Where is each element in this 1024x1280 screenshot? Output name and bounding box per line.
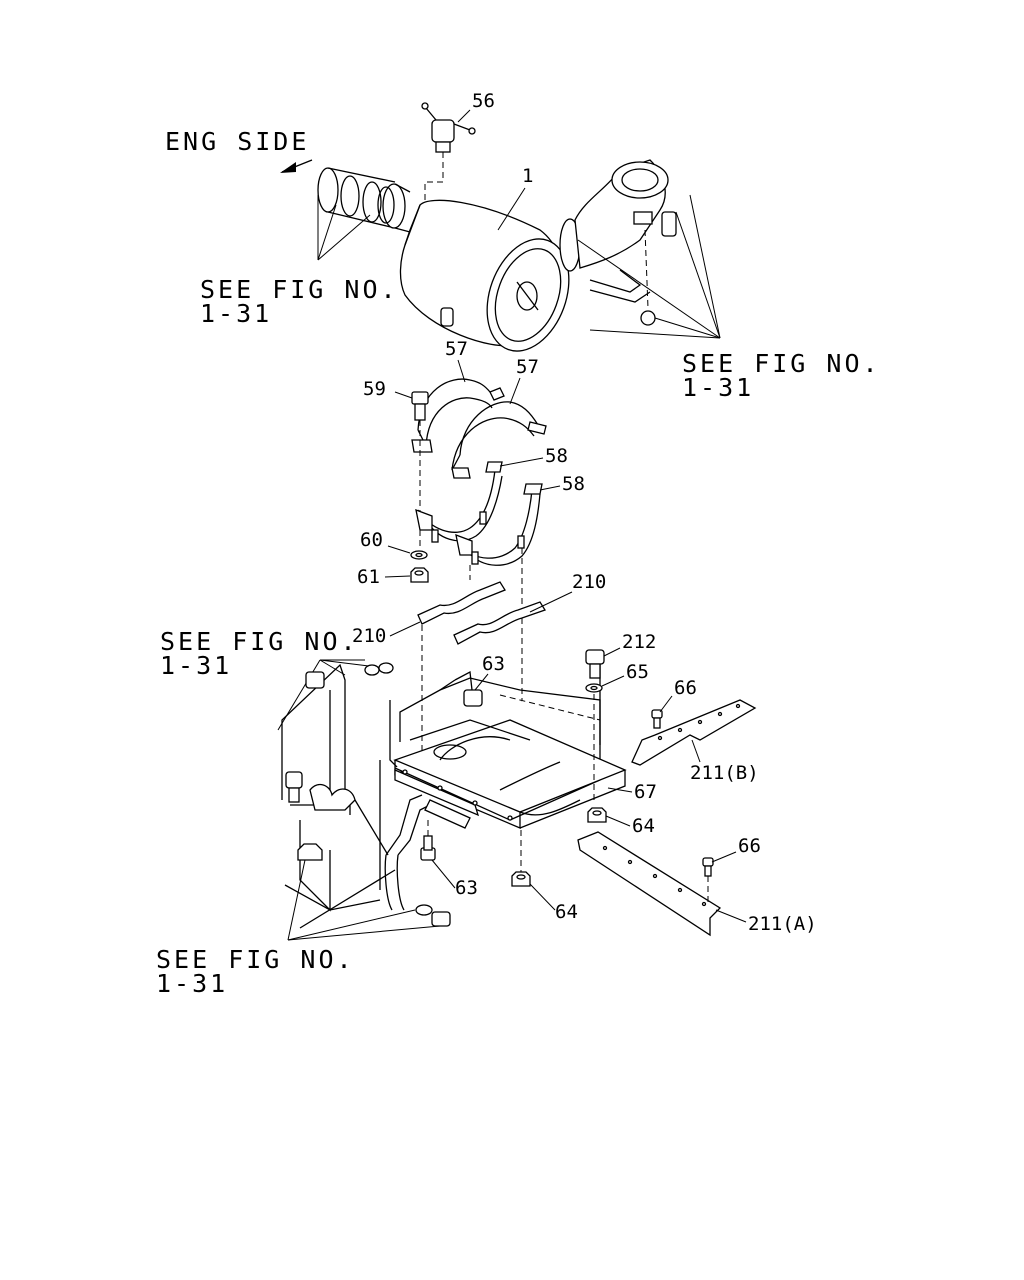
part-61-nut [410,567,429,583]
intake-hose-left [317,167,411,233]
fig-ref-1: 1-31 [200,299,272,328]
callout-57a: 57 [445,338,468,360]
callout-56: 56 [472,90,495,112]
see-fig-note-2: SEE FIG NO. [682,349,881,378]
part-1-air-cleaner [399,199,570,352]
part-63-bolt-lower [420,820,436,861]
callout-58a: 58 [545,445,568,467]
part-59-bolt [411,391,429,421]
callout-63a: 63 [482,653,505,675]
part-58-lower-straps [415,461,543,566]
callout-210b: 210 [352,625,386,647]
callout-63b: 63 [455,877,478,899]
leaders-upper-left [317,195,371,261]
see-fig-note-1: SEE FIG NO. [200,275,399,304]
part-67-tray [393,660,627,829]
eng-side-label: ENG SIDE [165,127,309,156]
part-212-bolt [585,649,605,679]
part-56-indicator [421,102,476,205]
part-66-screw-upper [651,709,663,729]
callout-66b: 66 [738,835,761,857]
part-57-upper-straps [411,378,547,479]
callout-210a: 210 [572,571,606,593]
outlet-elbow-right [559,159,677,326]
callout-60: 60 [360,529,383,551]
callout-212: 212 [622,631,656,653]
callout-64b: 64 [555,901,578,923]
eng-side-arrow [280,159,313,173]
left-bracket-assembly [281,662,451,929]
fig-ref-3: 1-31 [160,651,232,680]
part-211b-plate [631,699,757,766]
callout-211a: 211(A) [748,913,817,935]
callout-57b: 57 [516,356,539,378]
part-64-nut-right [587,807,607,823]
callout-211b: 211(B) [690,762,759,784]
callout-61: 61 [357,566,380,588]
leaders-upper-right [577,194,721,339]
fig-ref-2: 1-31 [682,373,754,402]
part-211a-plate [577,831,722,937]
callout-66a: 66 [674,677,697,699]
part-63-bolt-upper [439,670,483,707]
part-210-spacers [417,581,546,645]
see-fig-note-3: SEE FIG NO. [160,627,359,656]
callout-67: 67 [634,781,657,803]
part-66-screw-lower [702,857,714,904]
fig-ref-4: 1-31 [156,969,228,998]
callout-65: 65 [626,661,649,683]
callout-64a: 64 [632,815,655,837]
part-65-washer [585,683,603,693]
callout-58b: 58 [562,473,585,495]
leaders-bottom-left [287,859,441,941]
callout-1: 1 [522,165,533,187]
callout-59: 59 [363,378,386,400]
see-fig-note-4: SEE FIG NO. [156,945,355,974]
part-60-washer [410,550,428,560]
part-64-nut-lower [511,830,531,887]
